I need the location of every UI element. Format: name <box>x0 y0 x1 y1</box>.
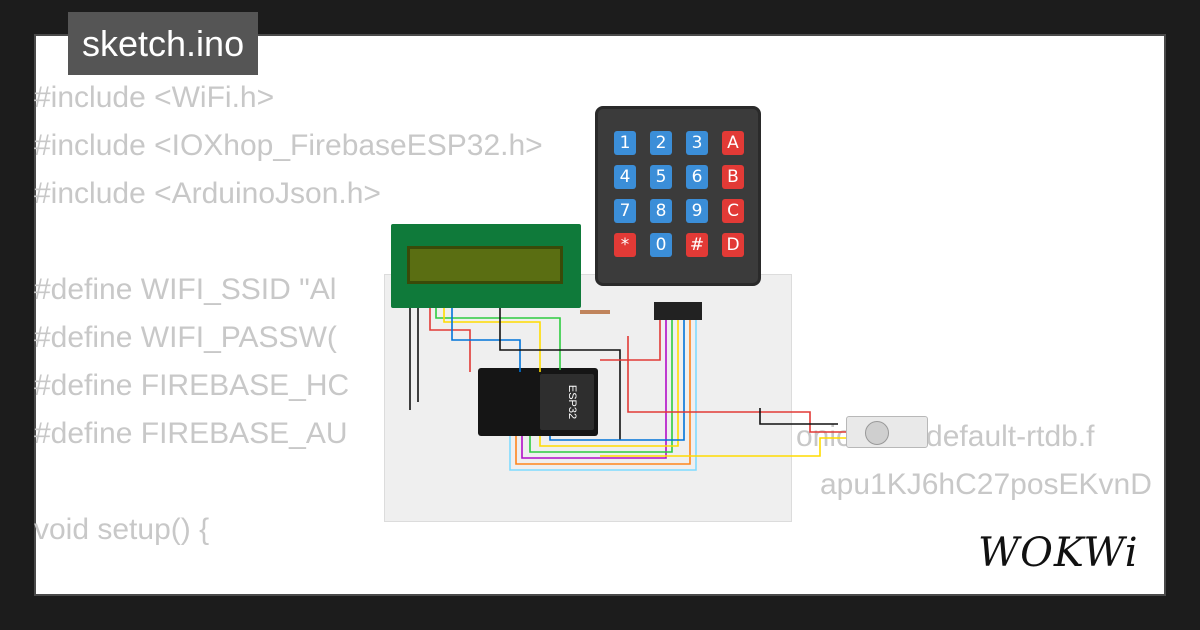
keypad-key: 7 <box>614 199 636 223</box>
code-line: #define FIREBASE_HC <box>34 369 350 402</box>
esp32-module: ESP32 <box>540 374 594 430</box>
keypad-key: D <box>722 233 744 257</box>
code-line-tail: apu1KJ6hC27posEKvnD <box>820 468 1152 501</box>
code-preview: #include <WiFi.h> #include <IOXhop_Fireba… <box>34 74 1152 554</box>
keypad-key: 3 <box>686 131 708 155</box>
keypad-key: 9 <box>686 199 708 223</box>
keypad-key: # <box>686 233 708 257</box>
wokwi-logo: WOKWi <box>978 530 1139 576</box>
esp32-board: ESP32 <box>478 368 598 436</box>
keypad-key: 2 <box>650 131 672 155</box>
code-line: void setup() { <box>34 513 210 546</box>
filename-tab: sketch.ino <box>68 12 259 75</box>
keypad-key: 8 <box>650 199 672 223</box>
code-line: #define WIFI_PASSW( <box>34 321 337 354</box>
servo-horn <box>865 421 889 445</box>
keypad-key: 1 <box>614 131 636 155</box>
code-line: #include <WiFi.h> <box>34 81 275 114</box>
code-line: #include <IOXhop_FirebaseESP32.h> <box>34 129 543 162</box>
keypad-key: 0 <box>650 233 672 257</box>
keypad-key: 6 <box>686 165 708 189</box>
code-line: #define WIFI_SSID "Al <box>34 273 337 306</box>
keypad-key: C <box>722 199 744 223</box>
lcd-display <box>391 224 581 308</box>
keypad-connector <box>654 302 702 320</box>
keypad-key: B <box>722 165 744 189</box>
esp32-label: ESP32 <box>566 384 578 420</box>
code-line: #include <ArduinoJson.h> <box>34 177 381 210</box>
code-line: #define FIREBASE_AU <box>34 417 348 450</box>
keypad-key: A <box>722 131 744 155</box>
keypad-key: 5 <box>650 165 672 189</box>
keypad-key: * <box>614 233 636 257</box>
lcd-screen <box>407 246 563 284</box>
servo-motor <box>846 416 928 448</box>
code-line-tail: onica-isa-default-rtdb.f <box>796 420 1095 453</box>
keypad-key: 4 <box>614 165 636 189</box>
